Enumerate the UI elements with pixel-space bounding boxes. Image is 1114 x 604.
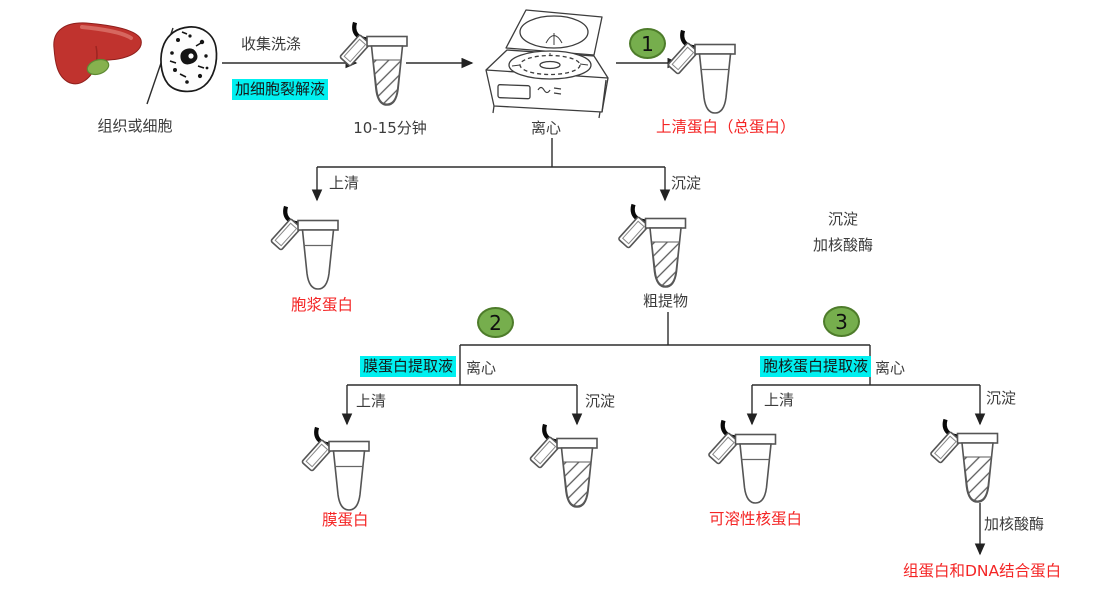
source-label: 组织或细胞: [97, 117, 173, 135]
crude-extract-label: 粗提物: [643, 292, 689, 310]
supernatant-label-2: 上清: [356, 392, 387, 410]
centrifuge-icon: [485, 9, 609, 119]
lysis-buffer-label: 加细胞裂解液: [232, 79, 329, 100]
total-protein-label: 上清蛋白（总蛋白）: [656, 118, 796, 136]
precipitate-label-1: 沉淀: [671, 174, 702, 192]
side-note-nuclease: 加核酸酶: [812, 235, 873, 254]
step-badge-2: 2: [477, 307, 514, 338]
centrifuge-label-2: 离心: [466, 359, 497, 377]
liver-icon: [53, 22, 142, 85]
collect-wash-label: 收集洗涤: [241, 35, 302, 53]
centrifuge-label-3: 离心: [875, 359, 906, 377]
side-note-precipitate: 沉淀: [827, 210, 858, 228]
open-microtube-pellet-icon: [340, 23, 407, 106]
step-badge-3: 3: [823, 306, 860, 337]
supernatant-label-1: 上清: [329, 174, 360, 192]
open-microtube-icon: [668, 31, 735, 114]
cytoplasmic-protein-label: 胞浆蛋白: [291, 296, 354, 314]
precipitate-label-3: 沉淀: [986, 389, 1017, 407]
incubation-time-label: 10-15分钟: [353, 119, 427, 137]
side-note: 沉淀 加核酸酶: [795, 207, 891, 258]
add-nuclease-label: 加核酸酶: [984, 515, 1045, 533]
step-badge-1: 1: [629, 28, 666, 59]
membrane-extract-buffer-label: 膜蛋白提取液: [360, 356, 457, 377]
supernatant-label-3: 上清: [764, 391, 795, 409]
soluble-nuclear-protein-label: 可溶性核蛋白: [709, 510, 803, 528]
open-microtube-icon: [708, 421, 775, 504]
nuclear-extract-buffer-label: 胞核蛋白提取液: [760, 356, 872, 377]
membrane-protein-label: 膜蛋白: [322, 511, 369, 529]
open-microtube-pellet-icon: [530, 425, 597, 508]
open-microtube-pellet-icon: [618, 205, 685, 288]
open-microtube-icon: [302, 428, 369, 511]
cell-icon: [160, 26, 218, 93]
precipitate-label-2: 沉淀: [585, 392, 616, 410]
centrifuge-label-1: 离心: [531, 119, 562, 137]
open-microtube-icon: [271, 207, 338, 290]
histone-dna-protein-label: 组蛋白和DNA结合蛋白: [903, 562, 1062, 580]
open-microtube-pellet-icon: [930, 420, 997, 503]
